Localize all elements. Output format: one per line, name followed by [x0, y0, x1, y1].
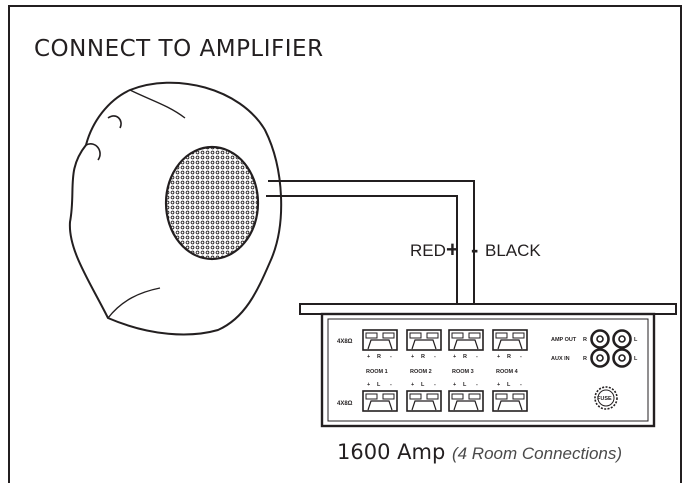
rca-jacks [590, 329, 632, 368]
svg-text:R: R [583, 337, 587, 343]
fuse-label: FUSE [597, 396, 612, 402]
fuse-holder: FUSE [594, 386, 618, 410]
room-label-3: ROOM 3 [452, 369, 474, 375]
room-labels: ROOM 1 ROOM 2 ROOM 3 ROOM 4 [366, 369, 519, 375]
room-label-4: ROOM 4 [496, 369, 519, 375]
svg-text:+: + [411, 382, 414, 388]
svg-text:-: - [390, 354, 392, 360]
svg-text:+: + [411, 354, 414, 360]
amp-caption: 1600 Amp (4 Room Connections) [337, 440, 622, 464]
svg-text:L: L [634, 337, 638, 343]
wire-label-black: BLACK [485, 241, 541, 260]
svg-text:L: L [421, 382, 425, 388]
terminal-block-room-4-left [492, 390, 528, 412]
rca-jack-aux-in-left [612, 348, 632, 368]
svg-text:R: R [463, 354, 467, 360]
svg-text:R: R [583, 356, 587, 362]
svg-text:+: + [497, 354, 500, 360]
impedance-label-bottom: 4X8Ω [337, 401, 353, 407]
svg-text:R: R [421, 354, 425, 360]
svg-text:-: - [434, 382, 436, 388]
diagram-frame [8, 5, 682, 483]
terminal-block-room-2-left [406, 390, 442, 412]
svg-text:+: + [453, 354, 456, 360]
svg-text:+: + [453, 382, 456, 388]
wire-label-red: RED [410, 241, 446, 260]
wire-plus-symbol: + [446, 237, 459, 262]
terminal-block-room-1-right [362, 329, 398, 351]
svg-text:L: L [507, 382, 511, 388]
right-channel-labels: + R - + R - + R - + R - [367, 354, 522, 360]
terminal-block-room-2-right [406, 329, 442, 351]
svg-text:L: L [377, 382, 381, 388]
aux-in-label: AUX IN [551, 356, 570, 362]
svg-text:-: - [520, 382, 522, 388]
svg-text:-: - [520, 354, 522, 360]
amp-out-label: AMP OUT [551, 337, 577, 343]
svg-text:+: + [367, 354, 370, 360]
svg-text:+: + [367, 382, 370, 388]
terminal-block-room-4-right [492, 329, 528, 351]
left-channel-labels: + L - + L - + L - + L - [367, 382, 522, 388]
svg-text:-: - [476, 382, 478, 388]
terminal-block-room-3-right [448, 329, 484, 351]
amp-mounting-flange [299, 303, 677, 315]
wire-minus-symbol: - [471, 237, 478, 262]
speaker-grille [164, 145, 260, 261]
svg-text:L: L [463, 382, 467, 388]
terminal-block-room-1-left [362, 390, 398, 412]
svg-text:-: - [476, 354, 478, 360]
speaker-wires [266, 180, 475, 335]
svg-text:+: + [497, 382, 500, 388]
svg-text:-: - [434, 354, 436, 360]
rca-jack-amp-out-left [612, 329, 632, 349]
amp-model-name: 1600 Amp [337, 440, 446, 464]
room-label-1: ROOM 1 [366, 369, 388, 375]
rca-jack-amp-out-right [590, 329, 610, 349]
terminal-block-room-3-left [448, 390, 484, 412]
impedance-label-top: 4X8Ω [337, 339, 353, 345]
diagram-title: CONNECT TO AMPLIFIER [34, 36, 324, 62]
amp-inner-bezel [327, 318, 649, 422]
amplifier: 4X8Ω 4X8Ω [299, 303, 677, 428]
room-label-2: ROOM 2 [410, 369, 432, 375]
svg-text:R: R [377, 354, 381, 360]
rca-jack-aux-in-right [590, 348, 610, 368]
left-channel-terminals [362, 390, 528, 412]
right-channel-terminals [362, 329, 528, 351]
svg-text:L: L [634, 356, 638, 362]
svg-text:-: - [390, 382, 392, 388]
svg-text:R: R [507, 354, 511, 360]
amp-model-detail: (4 Room Connections) [451, 444, 623, 463]
